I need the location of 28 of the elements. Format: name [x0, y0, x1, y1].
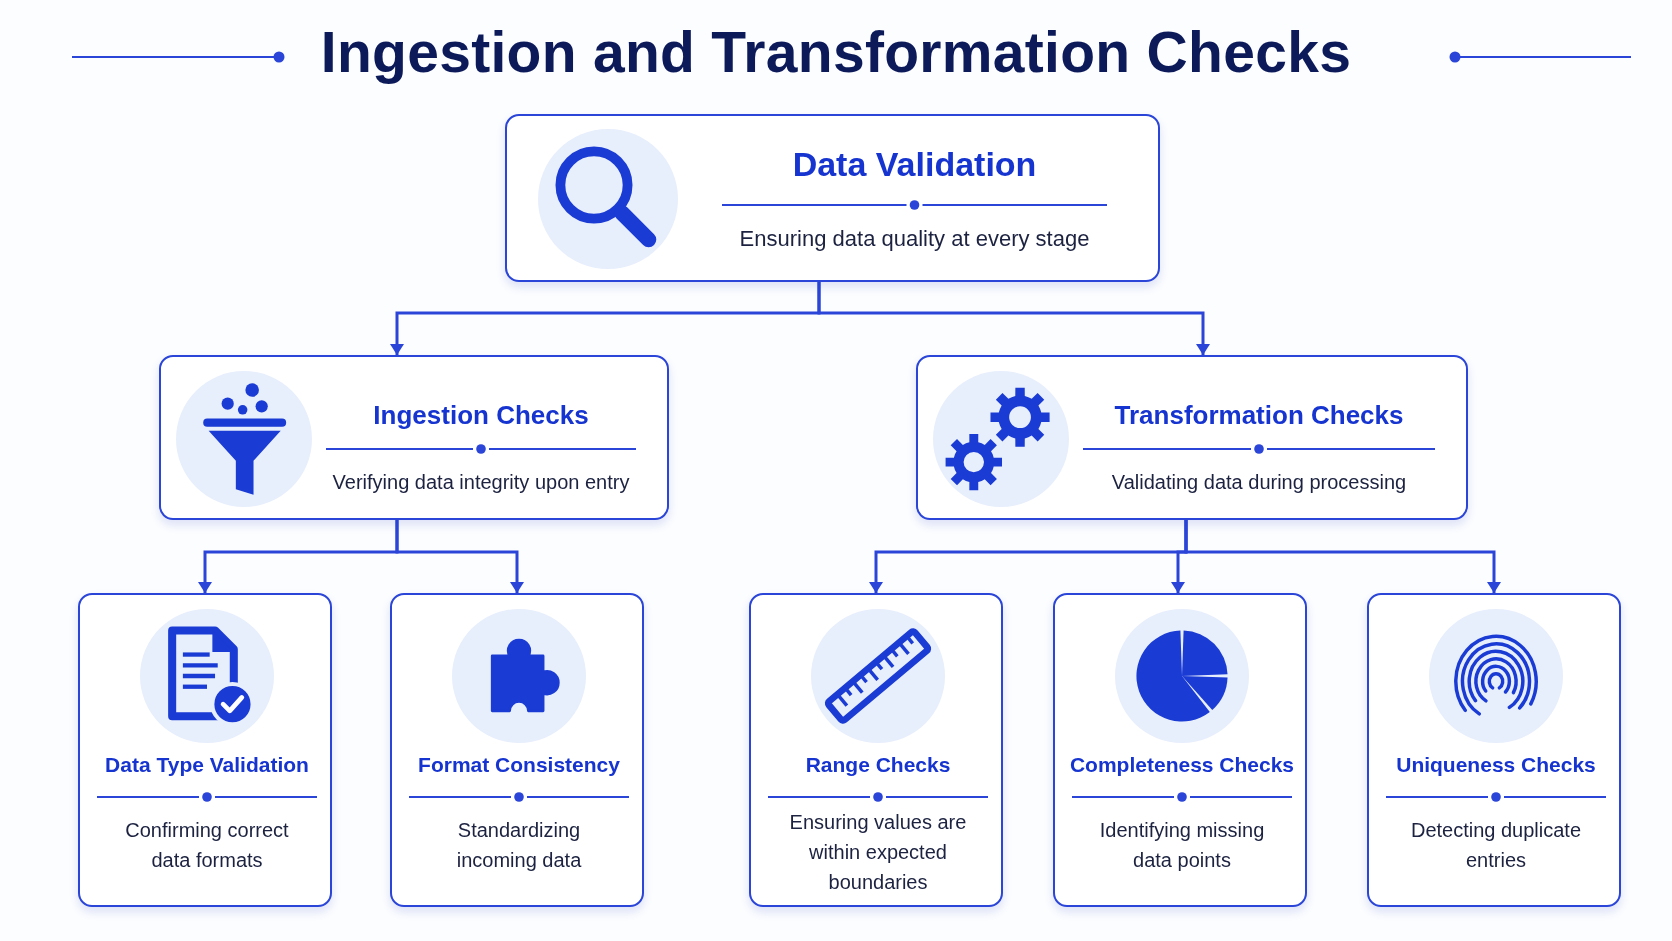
connector-arrow — [395, 520, 524, 593]
card-description: Standardizing incoming data — [455, 818, 583, 873]
connector-arrow — [817, 282, 1210, 355]
card-heading: Range Checks — [805, 752, 951, 778]
card-heading: Data Validation — [792, 144, 1037, 185]
card-description: Identifying missing data points — [1098, 818, 1266, 873]
step-card — [1053, 593, 1307, 907]
diagram-title: Ingestion and Transformation Checks — [320, 19, 1352, 86]
card-heading: Data Type Validation — [105, 752, 309, 778]
card-heading: Format Consistency — [418, 752, 620, 778]
card-description: Validating data during processing — [1111, 470, 1407, 495]
connector-arrow — [1184, 520, 1501, 593]
step-card — [505, 114, 1160, 282]
step-card — [78, 593, 332, 907]
card-heading: Transformation Checks — [1114, 399, 1404, 431]
step-card — [916, 355, 1468, 520]
step-card — [749, 593, 1003, 907]
card-description: Verifying data integrity upon entry — [332, 470, 630, 495]
card-description: Detecting duplicate entries — [1409, 818, 1583, 873]
card-heading: Completeness Checks — [1069, 752, 1295, 778]
step-card — [390, 593, 644, 907]
step-card — [1367, 593, 1621, 907]
card-heading: Ingestion Checks — [373, 399, 589, 431]
card-description: Ensuring data quality at every stage — [739, 225, 1090, 253]
step-card — [159, 355, 669, 520]
card-description: Confirming correct data formats — [124, 818, 290, 873]
card-description: Ensuring values are within expected boundaries — [788, 810, 968, 895]
card-heading: Uniqueness Checks — [1396, 752, 1596, 778]
